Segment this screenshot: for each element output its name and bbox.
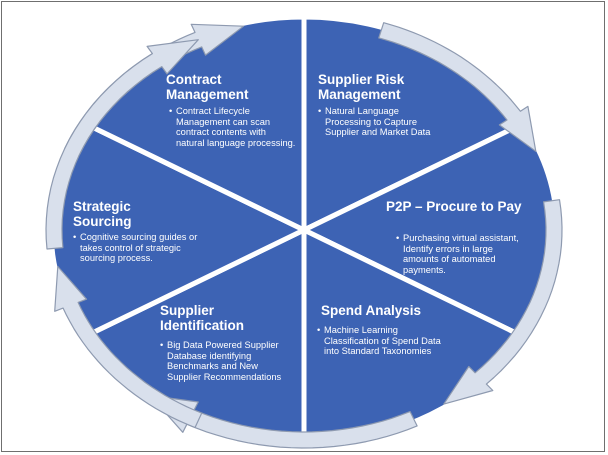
p2p-procure-to-pay-title: P2P – Procure to Pay [386, 199, 522, 214]
cycle-arrow-left [45, 39, 199, 250]
p2p-procure-to-pay-bullet: Purchasing virtual assistant, Identify e… [396, 233, 527, 275]
supplier-risk-management-bullet: Natural Language Processing to Capture S… [318, 106, 443, 138]
cycle-arrow-bottom-right [149, 394, 418, 449]
cycle-arrow-bottom-left [54, 265, 203, 429]
strategic-sourcing-title: Strategic Sourcing [73, 199, 132, 229]
strategic-sourcing-bullet: Cognitive sourcing guides or takes contr… [73, 232, 200, 264]
supplier-identification-bullet: Big Data Powered Supplier Database ident… [160, 340, 289, 382]
cycle-arrow-top-right [378, 22, 537, 152]
cycle-arrow-right [443, 199, 563, 405]
supplier-identification-title: Supplier Identification [160, 303, 244, 333]
spend-analysis-title: Spend Analysis [321, 303, 422, 318]
contract-management-bullet: Contract Lifecycle Management can scan c… [169, 106, 296, 148]
supplier-risk-management-title: Supplier Risk Management [318, 72, 405, 102]
cycle-arrows [45, 22, 563, 449]
spend-analysis-bullet: Machine Learning Classification of Spend… [317, 325, 444, 357]
contract-management-title: Contract Management [166, 72, 249, 102]
